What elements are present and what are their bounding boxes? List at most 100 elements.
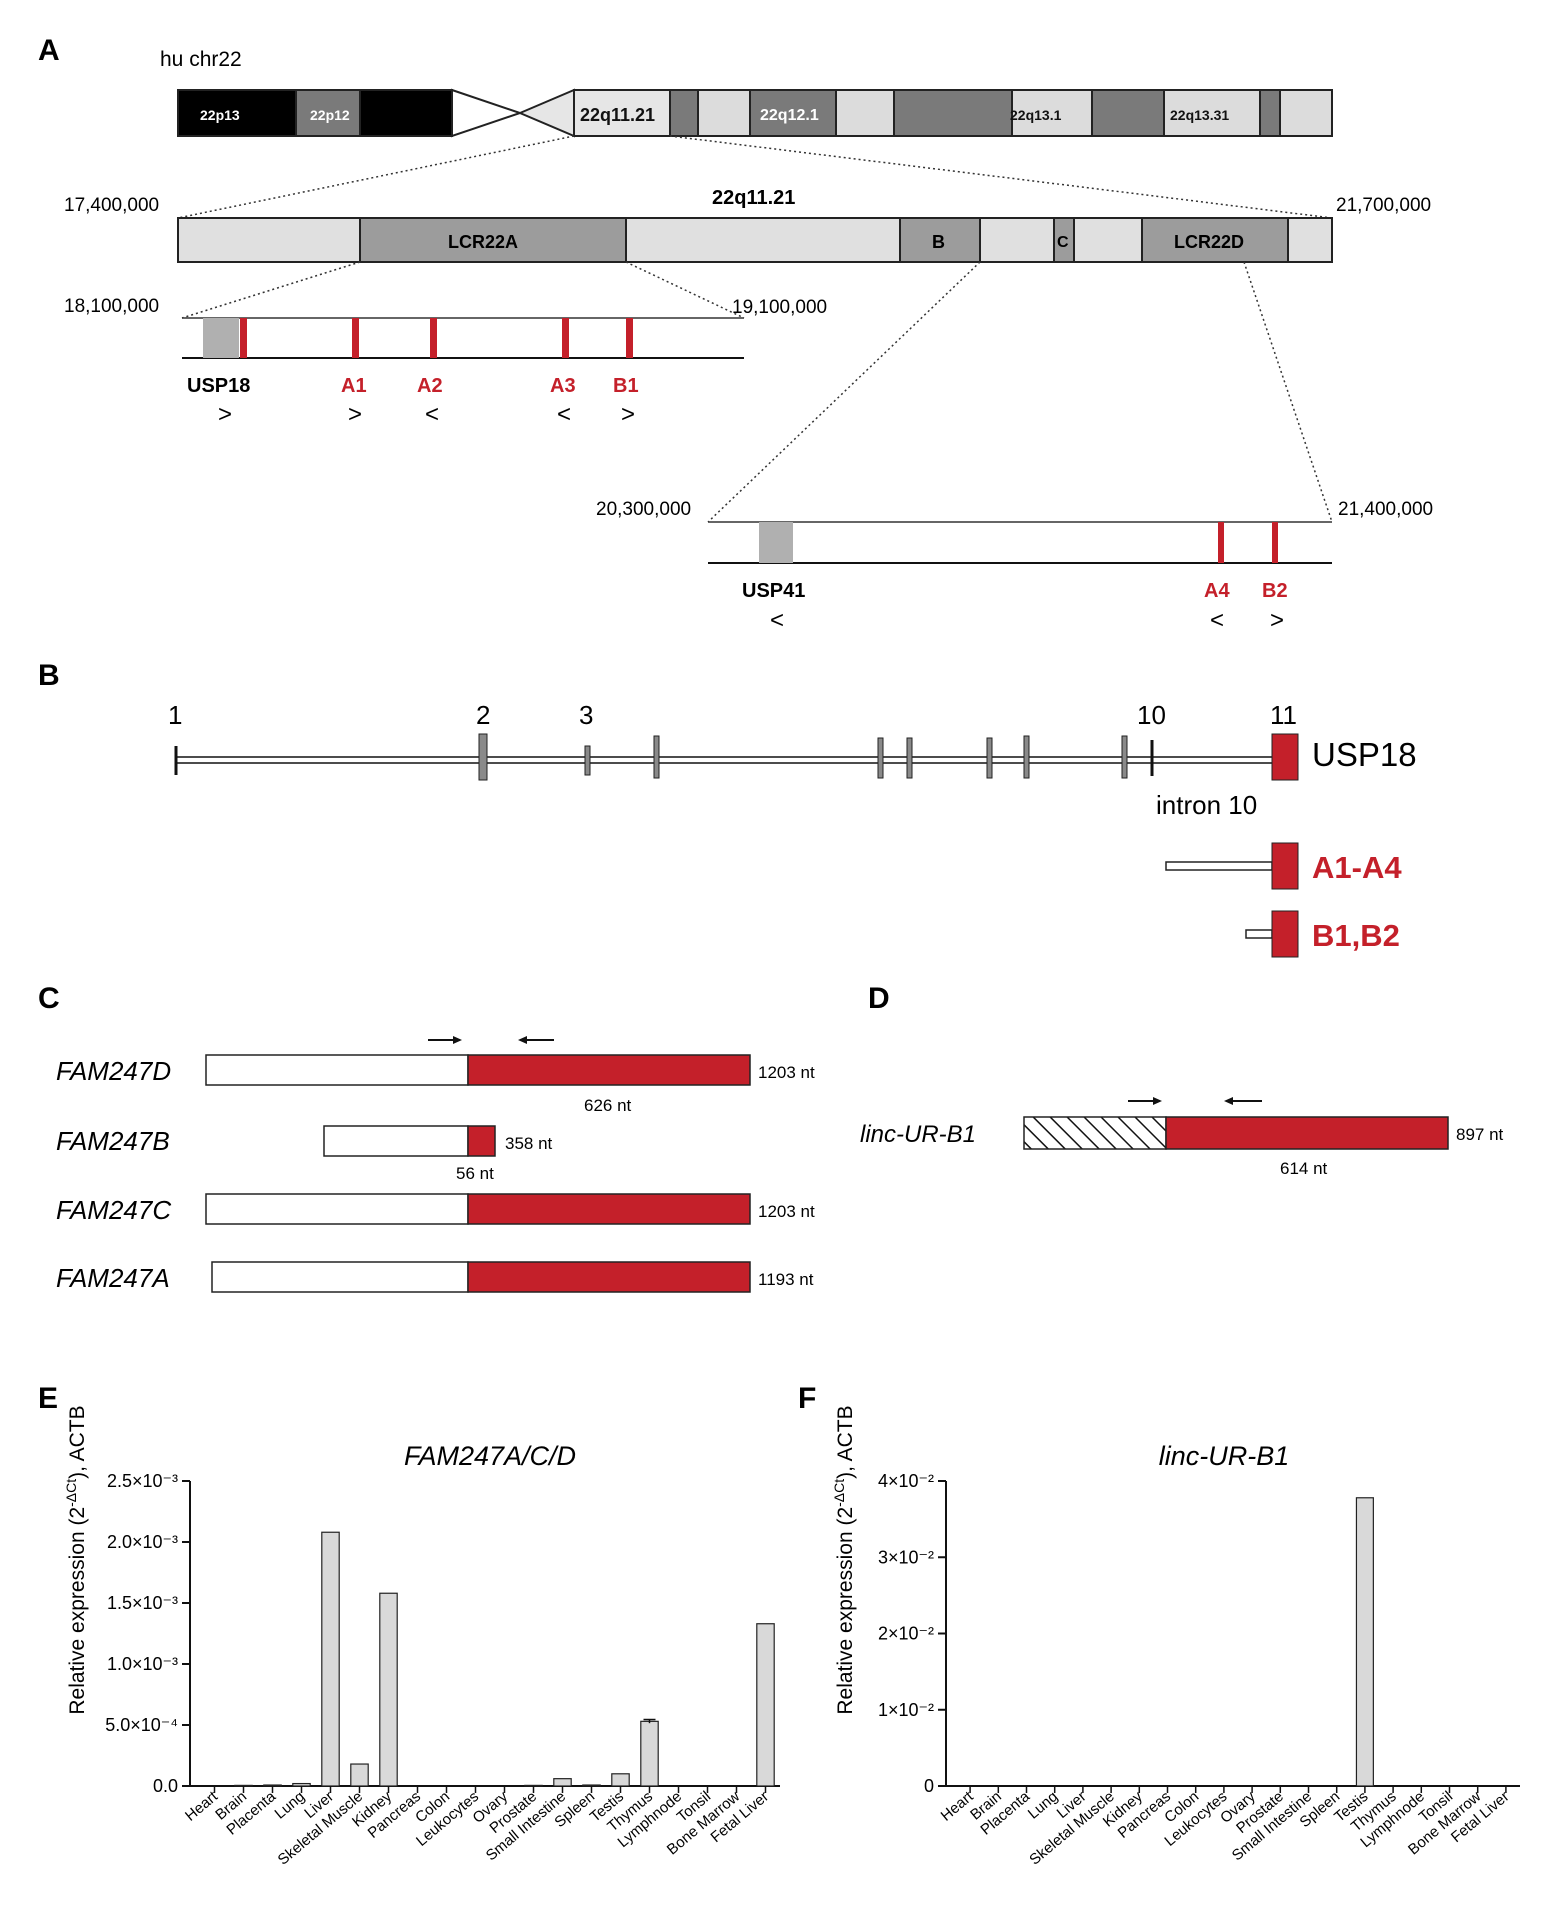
x-tick-label: Lung xyxy=(272,1788,308,1822)
direction-arrow: > xyxy=(1270,607,1284,634)
panel-f-label: F xyxy=(798,1382,816,1415)
zoom-line xyxy=(669,135,1333,219)
exon-number: 3 xyxy=(579,700,593,730)
marker-label-usp41: USP41 xyxy=(742,580,805,602)
primer-arrows-c xyxy=(428,1036,554,1044)
bar xyxy=(292,1782,311,1787)
marker-bar xyxy=(240,318,247,358)
zoom3-track xyxy=(708,521,1332,564)
zoom-line xyxy=(625,261,745,319)
marker-bar xyxy=(1218,522,1224,563)
bar xyxy=(611,1773,630,1787)
y-tick-label: 2×10⁻² xyxy=(878,1624,934,1644)
variant-label-b1-b2: B1,B2 xyxy=(1312,918,1400,953)
zoom-line xyxy=(1243,261,1333,523)
bar xyxy=(524,1784,543,1787)
chart-title: FAM247A/C/D xyxy=(404,1441,576,1471)
region-label: LCR22A xyxy=(448,232,518,252)
direction-arrow: > xyxy=(348,401,362,428)
band-label: 22p13 xyxy=(200,107,240,123)
direction-arrow: < xyxy=(425,401,439,428)
zoom-line xyxy=(177,135,575,219)
transcript-fam247d xyxy=(205,1054,751,1086)
bar xyxy=(379,1592,398,1787)
marker-label-usp18: USP18 xyxy=(187,375,250,397)
gene-name-usp18: USP18 xyxy=(1312,736,1417,773)
panel-d-label: D xyxy=(868,982,890,1015)
bar xyxy=(234,1784,253,1787)
zoom2-end: 19,100,000 xyxy=(732,297,827,318)
y-axis-label: Relative expression (2-ΔCt), ACTB xyxy=(831,1405,857,1714)
bar xyxy=(321,1531,340,1787)
variant-label-a1-a4: A1-A4 xyxy=(1312,850,1402,885)
y-tick-label: 2.0×10⁻³ xyxy=(107,1532,178,1552)
band-label: 22q13.1 xyxy=(1010,107,1062,123)
marker-label-b2: B2 xyxy=(1262,580,1288,602)
marker-label-b1: B1 xyxy=(613,375,639,397)
region-label: LCR22D xyxy=(1174,232,1244,252)
zoom2-track xyxy=(182,317,744,359)
band-label: 22q12.1 xyxy=(760,107,819,124)
x-tick-label: Heart xyxy=(182,1788,222,1825)
marker-bar xyxy=(1272,522,1278,563)
marker-bar xyxy=(352,318,359,358)
bar xyxy=(1355,1497,1374,1787)
primer-arrows-d xyxy=(1128,1097,1262,1105)
transcript-length: 1203 nt xyxy=(758,1202,815,1221)
y-tick-label: 0.0 xyxy=(153,1776,178,1796)
y-tick-label: 3×10⁻² xyxy=(878,1547,934,1567)
exon-number: 11 xyxy=(1270,700,1297,730)
usp41-gene-block xyxy=(759,522,793,563)
exon-number: 2 xyxy=(476,700,490,730)
transcript-fam247a xyxy=(211,1261,751,1293)
bar xyxy=(553,1778,572,1787)
band-label: 22q11.21 xyxy=(580,105,655,125)
zoom1-end: 21,700,000 xyxy=(1336,195,1431,216)
variant-a1-a4 xyxy=(1165,842,1299,890)
marker-bar xyxy=(430,318,437,358)
zoom2-start: 18,100,000 xyxy=(64,296,159,317)
bar xyxy=(582,1784,601,1787)
region-label: B xyxy=(932,232,945,252)
transcript-name: FAM247D xyxy=(56,1056,171,1086)
region-label: C xyxy=(1057,234,1069,251)
bar xyxy=(263,1784,282,1787)
segment-length: 626 nt xyxy=(584,1096,632,1115)
panel-c-label: C xyxy=(38,982,60,1015)
marker-label-a2: A2 xyxy=(417,375,443,397)
band-label: 22p12 xyxy=(310,107,350,123)
direction-arrow: > xyxy=(218,401,232,428)
direction-arrow: < xyxy=(770,607,784,634)
zoom3-end: 21,400,000 xyxy=(1338,499,1433,520)
direction-arrow: > xyxy=(621,401,635,428)
transcript-fam247c xyxy=(205,1193,751,1225)
band-label: 22q13.31 xyxy=(1170,107,1229,123)
zoom-line xyxy=(181,261,361,319)
bar xyxy=(756,1623,775,1787)
transcript-length: 358 nt xyxy=(505,1134,553,1153)
y-tick-label: 5.0×10⁻⁴ xyxy=(105,1715,178,1735)
y-tick-label: 4×10⁻² xyxy=(878,1471,934,1491)
transcript-name: FAM247C xyxy=(56,1195,171,1225)
marker-label-a1: A1 xyxy=(341,375,367,397)
zoom3-start: 20,300,000 xyxy=(596,499,691,520)
transcript-length: 1203 nt xyxy=(758,1063,815,1082)
marker-label-a3: A3 xyxy=(550,375,576,397)
chart-fam247: FAM247A/C/D Relative expression (2-ΔCt),… xyxy=(63,1405,780,1869)
direction-arrow: < xyxy=(557,401,571,428)
direction-arrow: < xyxy=(1210,607,1224,634)
panel-b-label: B xyxy=(38,659,60,692)
y-tick-label: 1.0×10⁻³ xyxy=(107,1654,178,1674)
panel-e-label: E xyxy=(38,1382,58,1415)
zoom1-bar: LCR22A B C LCR22D xyxy=(177,217,1333,263)
zoom1-title: 22q11.21 xyxy=(712,187,795,209)
usp18-gene-block xyxy=(203,318,239,358)
transcript-name: linc-UR-B1 xyxy=(860,1121,976,1148)
y-tick-label: 0 xyxy=(924,1776,934,1796)
transcript-length: 897 nt xyxy=(1456,1125,1504,1144)
chromosome-ideogram: 22p13 22p12 22q11.21 22q12.1 22q13.1 22q… xyxy=(177,88,1333,138)
y-tick-label: 1×10⁻² xyxy=(878,1700,934,1720)
transcript-length: 1193 nt xyxy=(758,1270,814,1289)
zoom1-start: 17,400,000 xyxy=(64,195,159,216)
